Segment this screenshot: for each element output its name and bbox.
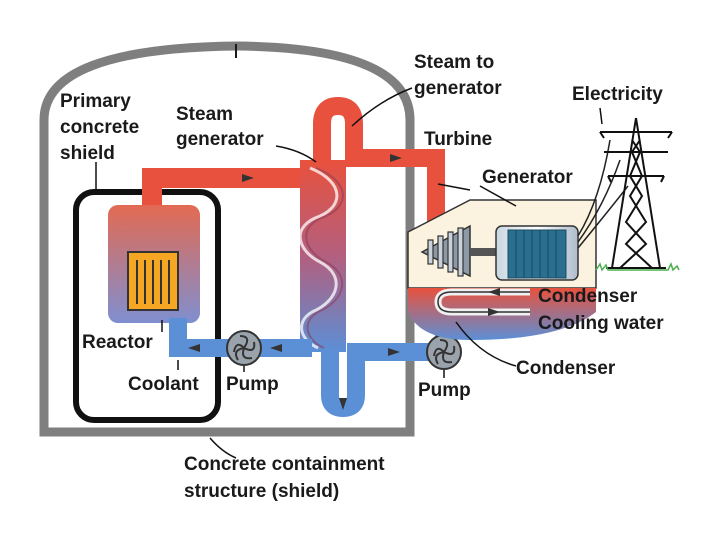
label-primary-shield-line2: concrete bbox=[60, 117, 139, 138]
label-pump-primary: Pump bbox=[226, 374, 279, 395]
label-coolant: Coolant bbox=[128, 374, 199, 395]
cooling-water-tube-outline bbox=[437, 291, 530, 313]
label-steam-generator-line2: generator bbox=[176, 129, 264, 150]
svg-text:Primary concrete shiel: Primary concrete shield bbox=[60, 91, 144, 164]
label-pump-secondary: Pump bbox=[418, 380, 471, 401]
label-steam-generator-line1: Steam bbox=[176, 104, 233, 125]
generator-icon bbox=[495, 225, 579, 281]
secondary-pump-icon bbox=[426, 334, 462, 370]
leader-lines bbox=[95, 87, 603, 459]
flow-arrow-feedwater-2 bbox=[388, 348, 400, 356]
steam-generator-shell bbox=[300, 160, 346, 352]
flow-arrow-cold-leg-2 bbox=[188, 344, 200, 352]
steam-line-inner bbox=[331, 114, 345, 148]
hot-leg-pipe bbox=[142, 168, 312, 205]
transmission-tower-icon bbox=[599, 117, 673, 269]
svg-text:Concrete containment struc: Concrete containment structure (shield) bbox=[184, 454, 390, 502]
flow-arrow-cooling-in bbox=[488, 288, 500, 296]
label-containment-line1: Concrete containment bbox=[184, 454, 385, 475]
primary-pump-icon bbox=[226, 330, 262, 366]
label-primary-shield-line1: Primary bbox=[60, 91, 131, 112]
svg-text:Condenser Cooling water: Condenser Cooling water bbox=[538, 286, 664, 334]
flow-arrow-cold-leg-1 bbox=[270, 344, 282, 352]
flow-arrow-steam bbox=[390, 154, 402, 162]
label-steam-to-generator-line1: Steam to bbox=[414, 52, 494, 73]
flow-arrow-hot-leg bbox=[242, 174, 254, 182]
power-line-2 bbox=[577, 159, 621, 243]
label-condenser: Condenser bbox=[516, 358, 616, 379]
flow-arrow-cooling-out bbox=[488, 308, 500, 316]
flow-arrow-feedwater bbox=[339, 398, 347, 410]
label-turbine: Turbine bbox=[424, 129, 492, 150]
label-condenser-cooling-line1: Condenser bbox=[538, 286, 638, 307]
steam-generator-coil-shadow bbox=[305, 167, 344, 349]
label-primary-shield-line3: shield bbox=[60, 143, 115, 164]
label-electricity: Electricity bbox=[572, 84, 663, 105]
label-steam-to-generator-line2: generator bbox=[414, 78, 502, 99]
label-reactor: Reactor bbox=[82, 332, 153, 353]
svg-text:Steam generator: Steam generator bbox=[176, 104, 264, 150]
cold-leg-pipe bbox=[169, 318, 312, 357]
svg-text:Steam to generator: Steam to generator bbox=[414, 52, 502, 99]
label-generator: Generator bbox=[482, 167, 573, 188]
turbine-icon bbox=[420, 224, 496, 278]
label-containment-line2: structure (shield) bbox=[184, 481, 339, 502]
grass bbox=[595, 262, 680, 272]
reactor-fuel-rods bbox=[136, 260, 170, 304]
label-condenser-cooling-line2: Cooling water bbox=[538, 313, 664, 334]
steam-generator-coil bbox=[298, 166, 339, 350]
